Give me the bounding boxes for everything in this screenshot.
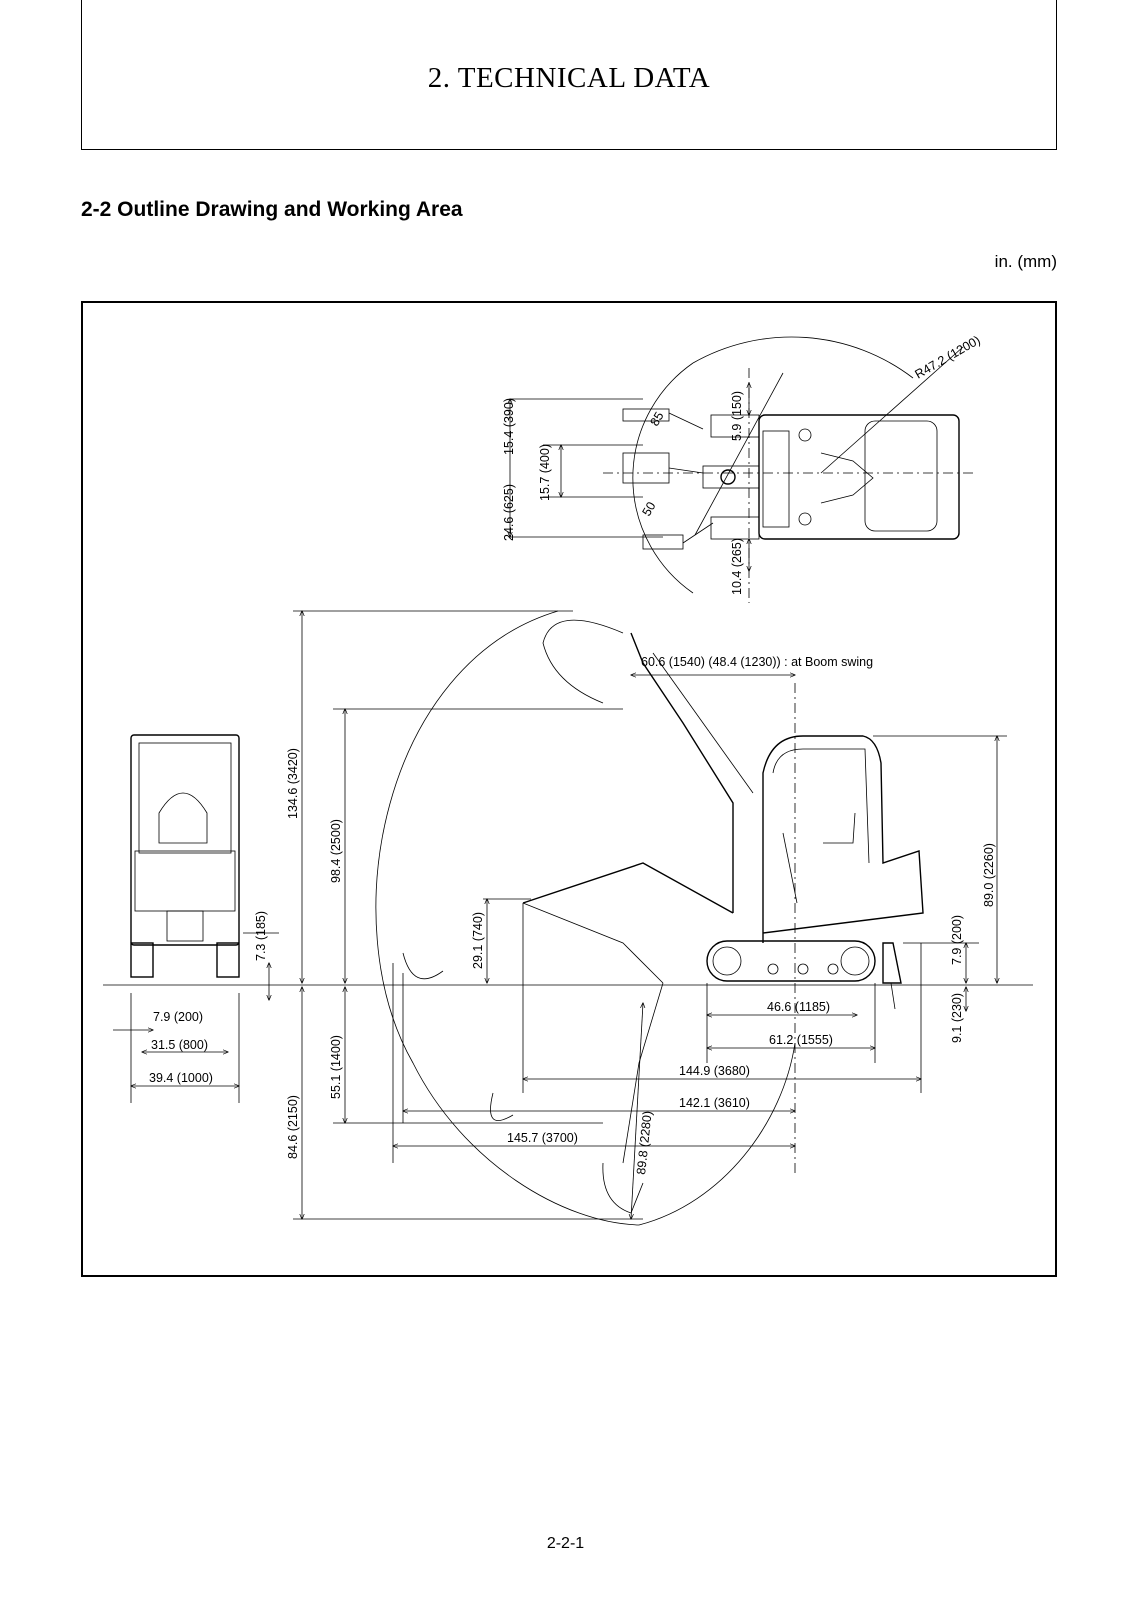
side-view-boom-forward <box>522 862 734 914</box>
max-digging-depth-label: 84.6 (2150) <box>286 1095 300 1159</box>
outline-drawing-svg: R47.2 (1200) 5.9 (150) 85 50 24.6 (625) … <box>103 333 1033 1226</box>
front-view-body <box>134 850 236 912</box>
side-view: 60.6 (1540) (48.4 (1230)) : at Boom swin… <box>286 610 1007 1226</box>
side-view-roller <box>827 963 839 975</box>
top-view-boom-pin <box>720 469 736 485</box>
track-length-label: 46.6 (1185) <box>767 1000 830 1014</box>
side-view-idler <box>712 946 742 976</box>
top-view-upper-width-label: 15.4 (390) <box>502 398 516 455</box>
side-view-arm-raised <box>652 652 754 794</box>
side-view-bucket-ground <box>402 952 444 980</box>
top-view-overall-width-label: 24.6 (625) <box>502 484 516 541</box>
side-view-track <box>706 940 876 982</box>
blade-height-label: 7.9 (200) <box>950 915 964 965</box>
units-note: in. (mm) <box>994 252 1057 271</box>
top-view-radius-label: R47.2 (1200) <box>913 333 983 382</box>
header-box: 2. TECHNICAL DATA <box>81 0 1057 150</box>
side-view-sprocket <box>840 946 870 976</box>
top-view-track-right <box>710 516 760 540</box>
boom-swing-label: 60.6 (1540) (48.4 (1230)) : at Boom swin… <box>641 655 873 669</box>
top-view-seat <box>820 452 874 504</box>
max-depth-diagonal-dim <box>631 1003 643 1219</box>
side-view-boom-raised <box>630 632 734 913</box>
max-depth-diagonal-label: 89.8 (2280) <box>634 1110 655 1175</box>
side-view-cab <box>762 735 924 943</box>
undercarriage-length-label: 61.2 (1555) <box>769 1033 833 1047</box>
top-view-angle-right-label: 50 <box>639 499 658 518</box>
side-view-blade <box>882 942 902 984</box>
top-view-track-left <box>710 414 760 438</box>
overall-height-label: 89.0 (2260) <box>982 843 996 907</box>
front-view-canopy <box>130 734 240 946</box>
top-view: R47.2 (1200) 5.9 (150) 85 50 24.6 (625) … <box>502 333 983 603</box>
side-view-roller <box>797 963 809 975</box>
front-view-track-right <box>216 942 240 978</box>
side-view-roller <box>767 963 779 975</box>
section-heading: 2-2 Outline Drawing and Working Area <box>81 198 463 221</box>
side-view-blade-lowered <box>890 982 896 1010</box>
outline-drawing: R47.2 (1200) 5.9 (150) 85 50 24.6 (625) … <box>81 301 1057 1277</box>
top-view-offset-bottom-label: 10.4 (265) <box>730 538 744 595</box>
top-view-bucket-lower <box>642 522 714 550</box>
page-title: 2. TECHNICAL DATA <box>427 62 711 94</box>
min-swing-height-label: 29.1 (740) <box>471 912 485 969</box>
top-view-radius-line <box>820 346 964 474</box>
working-range-envelope <box>375 610 796 1226</box>
side-view-arm-forward <box>522 902 664 984</box>
top-view-bucket-upper <box>622 408 704 430</box>
top-view-boom <box>702 465 760 489</box>
top-view-counterweight <box>762 430 790 528</box>
side-view-cab-frame <box>772 748 870 864</box>
top-view-ring <box>798 428 812 442</box>
top-view-canopy <box>864 420 938 532</box>
front-view-gauge-label: 31.5 (800) <box>151 1038 208 1052</box>
top-view-ring <box>798 512 812 526</box>
top-view-swing-arc-upper <box>692 336 914 379</box>
front-view-track-left <box>130 942 154 978</box>
front-view-clearance-label: 7.3 (185) <box>254 911 268 961</box>
side-view-bucket-reach <box>490 1092 514 1121</box>
top-view-offset-top-label: 5.9 (150) <box>730 391 744 441</box>
top-view-bucket-width-label: 15.7 (400) <box>538 444 552 501</box>
front-view-boom <box>166 910 204 942</box>
side-view-bucket-raised <box>542 619 624 704</box>
top-view-swing-arc <box>632 362 694 594</box>
max-depth-vertical-label: 55.1 (1400) <box>329 1035 343 1099</box>
front-view-shoe-label: 7.9 (200) <box>153 1010 203 1024</box>
blade-depth-label: 9.1 (230) <box>950 993 964 1043</box>
max-dumping-height-label: 98.4 (2500) <box>329 819 343 883</box>
top-view-angle-left-label: 85 <box>647 409 666 428</box>
overall-length-label: 144.9 (3680) <box>679 1064 750 1078</box>
max-reach-label: 145.7 (3700) <box>507 1131 578 1145</box>
top-view-bucket-center <box>622 452 704 484</box>
front-view-window <box>138 742 232 854</box>
max-cutting-height-label: 134.6 (3420) <box>286 748 300 819</box>
front-view-seat <box>158 792 208 844</box>
side-view-seat <box>823 812 856 844</box>
max-reach-ground-label: 142.1 (3610) <box>679 1096 750 1110</box>
page-number: 2-2-1 <box>546 1535 585 1552</box>
top-view-swing-line <box>694 372 784 536</box>
front-view-width-label: 39.4 (1000) <box>149 1071 213 1085</box>
front-view: 7.9 (200) 31.5 (800) 39.4 (1000) 7.3 (18… <box>113 734 279 1103</box>
